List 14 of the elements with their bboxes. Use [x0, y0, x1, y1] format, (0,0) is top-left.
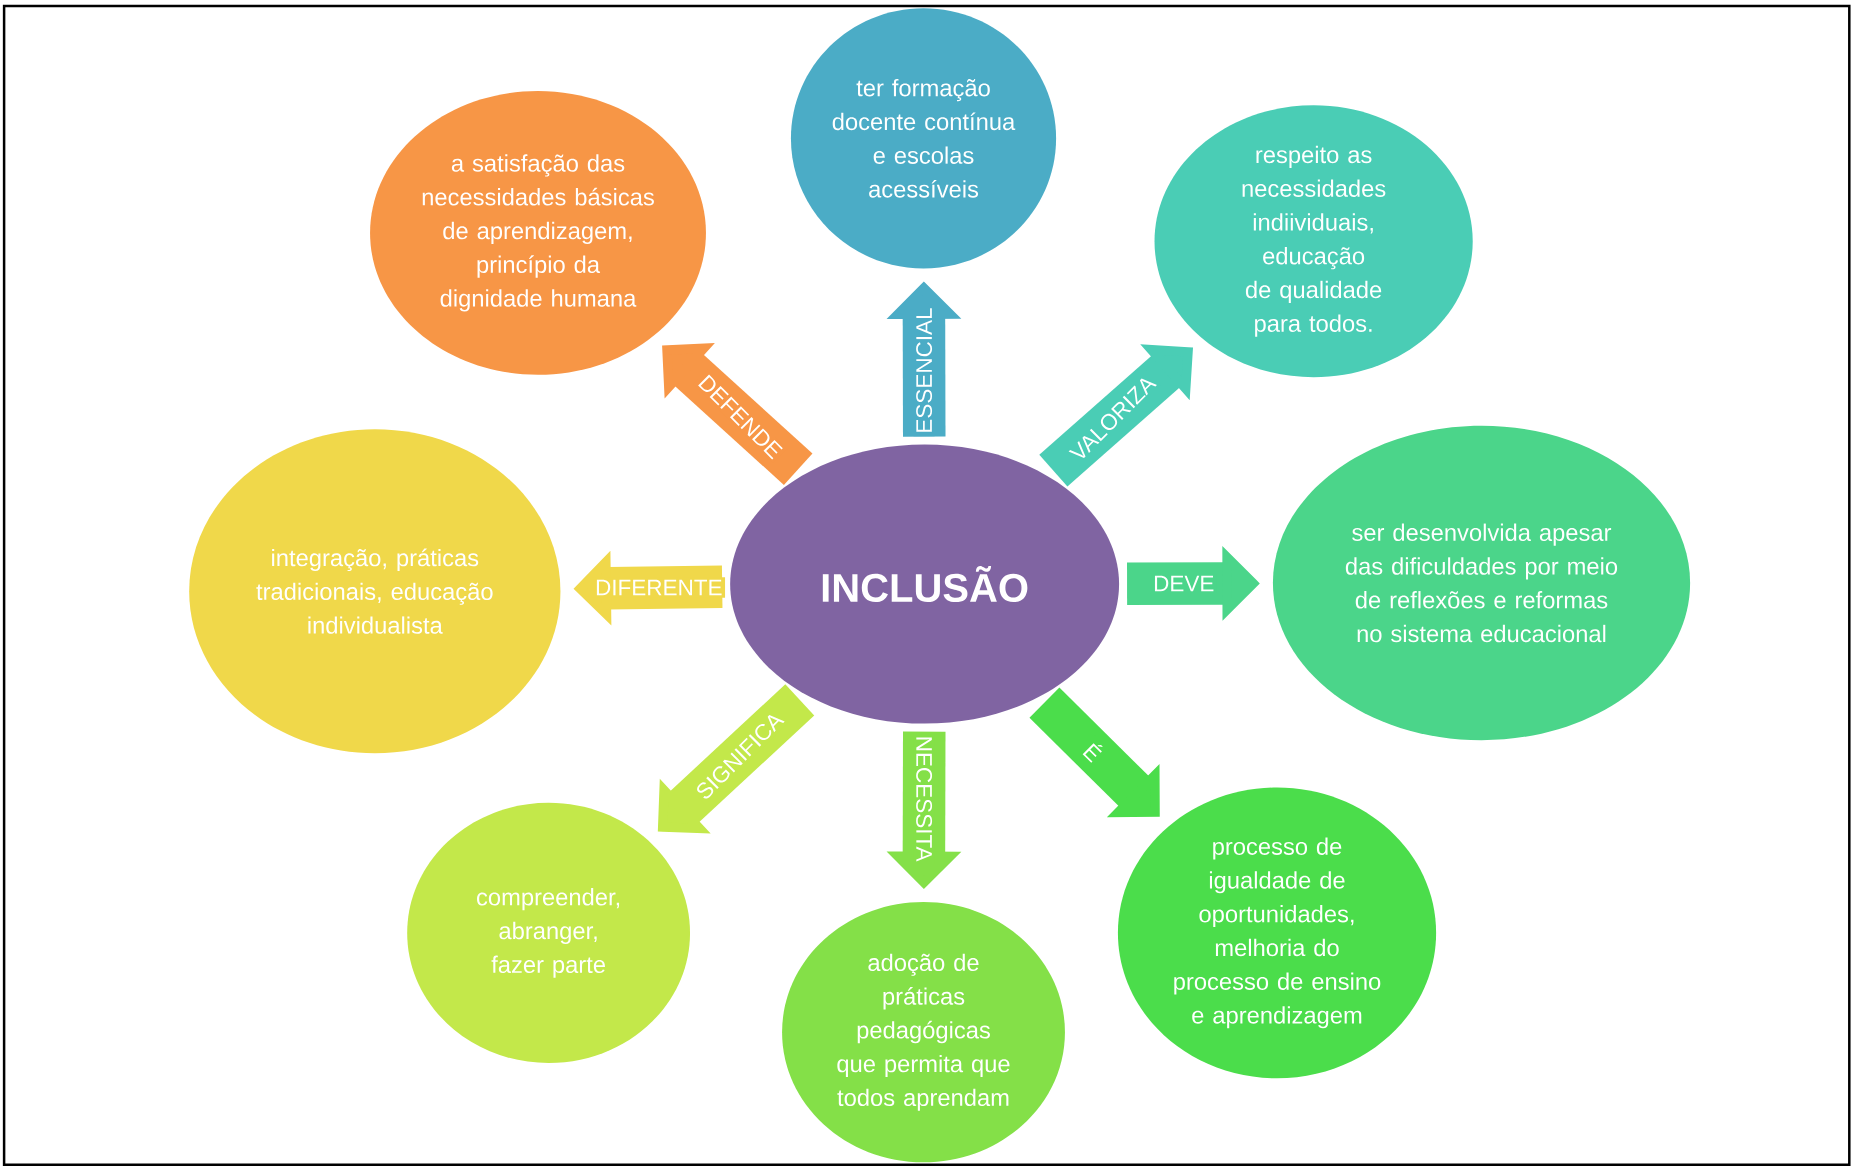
ellipse-node: processo de igualdade de oportunidades, melhoria do processo de ensino e aprendizagem	[1117, 787, 1437, 1079]
ellipse-node: ter formação docente contínua e escolas acessíveis	[790, 8, 1057, 269]
ellipse-node: integração, práticas tradicionais, educação individualista	[189, 429, 561, 754]
ellipse-node: adoção de práticas pedagógicas que permita que todos aprendam	[782, 902, 1065, 1163]
ellipse-node: respeito as necessidades indiividuais, educação de qualidade para todos.	[1154, 105, 1473, 378]
edge-label: É	[1077, 735, 1110, 768]
block-arrow	[1029, 687, 1160, 818]
edge-label: DIFERENTE	[592, 577, 726, 598]
edge-label: NECESSITA	[913, 733, 935, 865]
ellipse-node: ser desenvolvida apesar das dificuldades por meio de reflexões e reformas no sistema educacional	[1272, 425, 1691, 741]
ellipse-node: a satisfação das necessidades básicas de aprendizagem, princípio da dignidade humana	[370, 91, 706, 375]
edge-label: DEVE	[1150, 573, 1217, 594]
block-arrow	[662, 343, 813, 485]
ellipse-node: compreender, abranger, fazer parte	[407, 802, 691, 1064]
